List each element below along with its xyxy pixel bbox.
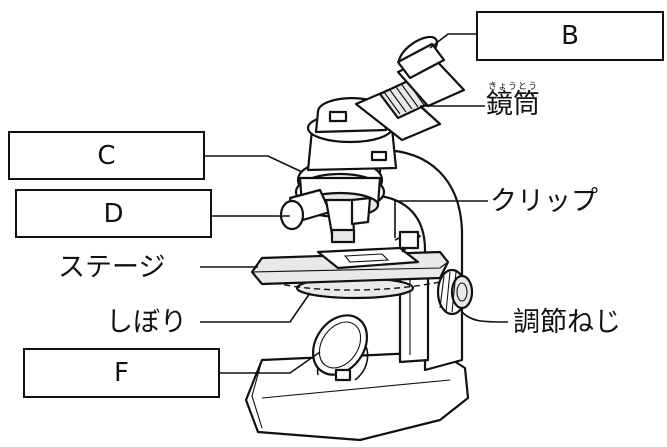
tube-ruby: きょうとう bbox=[488, 82, 539, 92]
diaphragm-label: しぼり bbox=[106, 307, 187, 338]
tube-label: 鏡筒 bbox=[486, 89, 540, 120]
mirror bbox=[312, 314, 369, 382]
leader-line-b bbox=[429, 33, 476, 49]
leader-line-knob bbox=[461, 311, 509, 323]
leader-line-diaphragm bbox=[200, 292, 311, 323]
label-box-b: B bbox=[476, 11, 664, 61]
microscope-head bbox=[306, 97, 398, 172]
leader-line-f bbox=[220, 351, 321, 374]
stage-label: ステージ bbox=[58, 252, 166, 283]
label-box-d: D bbox=[15, 189, 212, 238]
stage-plate bbox=[250, 230, 450, 286]
adjustment-knob bbox=[436, 268, 474, 316]
objective-lenses bbox=[279, 188, 372, 244]
adjustment-knob-label: 調節ねじ bbox=[513, 307, 621, 338]
eyepiece-tube bbox=[354, 35, 466, 142]
clip-label: クリップ bbox=[490, 186, 598, 217]
label-box-f: F bbox=[23, 348, 220, 398]
label-box-c: C bbox=[8, 131, 205, 180]
leader-line-c bbox=[205, 155, 303, 173]
leader-line-clip bbox=[394, 200, 488, 238]
